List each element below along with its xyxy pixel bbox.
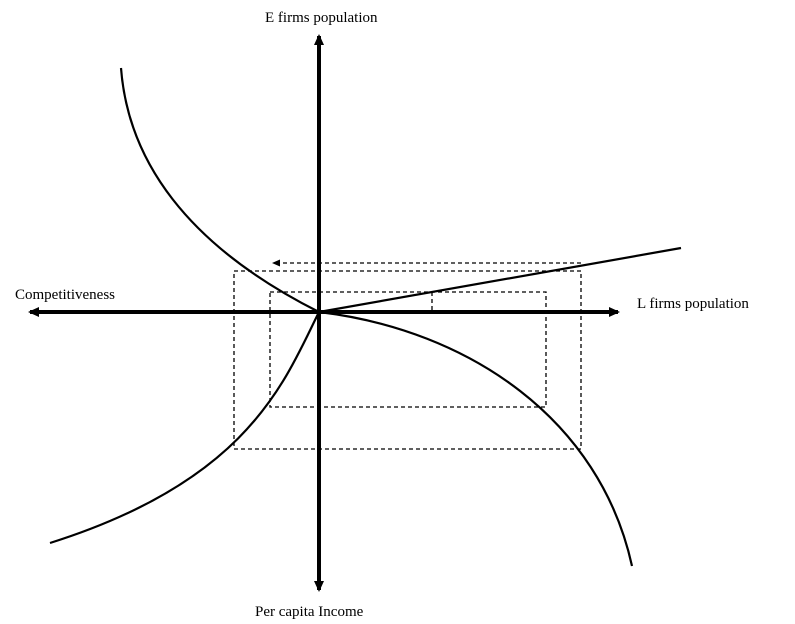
dashed-rectangle-outer	[233, 270, 582, 450]
dashed-rectangle-inner	[269, 291, 547, 408]
lower-left-curve	[49, 311, 320, 545]
axis-label-left: Competitiveness	[15, 287, 115, 303]
lower-right-curve	[318, 310, 634, 567]
axis-label-bottom: Per capita Income	[255, 604, 364, 620]
upper-right-line	[318, 246, 682, 314]
axis-label-right: L firms population	[637, 296, 749, 312]
upper-left-curve	[119, 67, 320, 313]
axis-label-top: E firms population	[265, 10, 378, 26]
